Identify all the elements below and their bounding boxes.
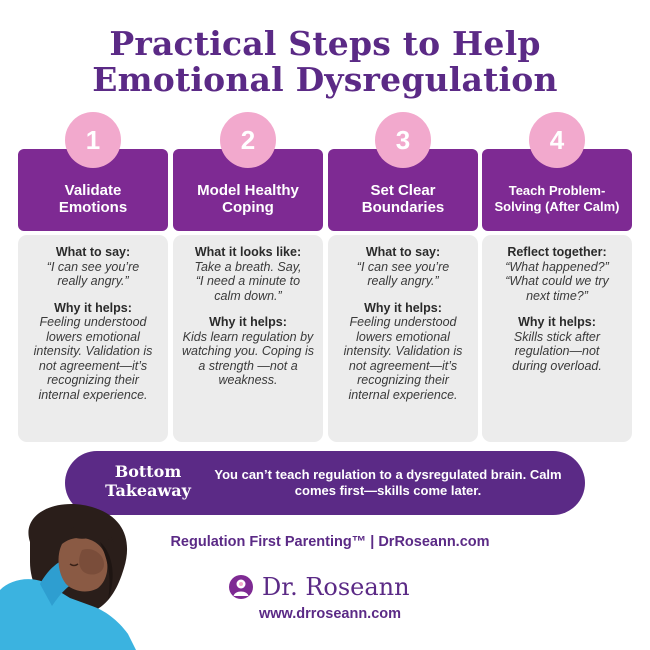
title-line-1: Practical Steps to Help	[109, 24, 541, 63]
step-section-label: Reflect together:	[507, 245, 607, 259]
step-number-badge: 3	[375, 112, 431, 168]
step-number-badge: 1	[65, 112, 121, 168]
website-link[interactable]: www.drroseann.com	[258, 606, 402, 622]
step-heading-text: Set Clear Boundaries	[361, 182, 445, 216]
distressed-woman-illustration	[0, 503, 136, 650]
page-title: Practical Steps to Help Emotional Dysreg…	[0, 26, 650, 98]
takeaway-label: Bottom Takeaway	[105, 462, 191, 500]
footer-tagline: Regulation First Parenting™ | DrRoseann.…	[170, 534, 490, 550]
step-body: What it looks like: Take a breath. Say, …	[173, 235, 323, 442]
step-section-text: Feeling understood lowers emotional inte…	[33, 315, 153, 402]
brain-head-logo-icon	[229, 575, 253, 599]
brand-logo-block[interactable]: Dr. Roseann	[228, 572, 410, 602]
bottom-takeaway-banner: Bottom Takeaway You can’t teach regulati…	[65, 451, 585, 515]
step-number-badge: 2	[220, 112, 276, 168]
step-section-label: Why it helps:	[54, 300, 132, 315]
step-section-label: Why it helps:	[209, 315, 287, 329]
step-body: Reflect together: “What happened?” “What…	[482, 235, 632, 442]
step-section-label: What to say:	[365, 245, 441, 259]
step-section-label: Why it helps:	[518, 315, 596, 329]
title-line-2: Emotional Dysregulation	[92, 60, 558, 99]
step-number-badge: 4	[529, 112, 585, 168]
takeaway-text: You can’t teach regulation to a dysregul…	[214, 467, 562, 498]
step-section-text: “What happened?” “What could we try next…	[505, 259, 609, 303]
step-heading-text: Model Healthy Coping	[197, 182, 299, 216]
step-heading: Set Clear Boundaries	[328, 149, 478, 231]
step-section-text: Feeling understood lowers emotional inte…	[343, 315, 463, 402]
step-section-text: Take a breath. Say, “I need a minute to …	[194, 259, 302, 303]
step-heading-text: Teach Problem- Solving (After Calm)	[494, 183, 620, 214]
step-section-label: What it looks like:	[194, 245, 302, 259]
step-body: What to say: “I can see you’re really an…	[328, 235, 478, 442]
step-section-text: “I can see you’re really angry.”	[46, 259, 140, 289]
step-body: What to say: “I can see you’re really an…	[18, 235, 168, 442]
step-heading-text: Validate Emotions	[58, 182, 128, 216]
step-section-text: “I can see you’re really angry.”	[356, 259, 450, 289]
brand-name: Dr. Roseann	[262, 573, 410, 601]
step-section-label: Why it helps:	[364, 300, 442, 315]
step-section-label: What to say:	[55, 245, 131, 259]
step-section-text: Skills stick after regulation—not during…	[512, 329, 602, 373]
step-section-text: Kids learn regulation by watching you. C…	[181, 329, 315, 388]
